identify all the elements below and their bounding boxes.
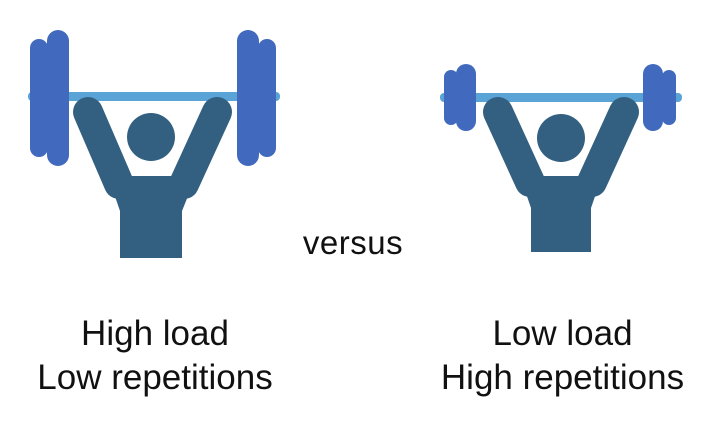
right-caption-line1: Low load xyxy=(492,314,633,353)
right-caption-line2: High repetitions xyxy=(440,358,685,397)
weightlifter-light-icon xyxy=(436,60,686,255)
weightlifter-heavy-icon xyxy=(22,26,287,261)
left-caption-line2: Low repetitions xyxy=(37,358,273,397)
right-caption: Low load High repetitions xyxy=(415,312,710,400)
left-caption: High load Low repetitions xyxy=(10,312,300,400)
left-caption-line1: High load xyxy=(81,314,229,353)
versus-label: versus xyxy=(302,224,404,261)
